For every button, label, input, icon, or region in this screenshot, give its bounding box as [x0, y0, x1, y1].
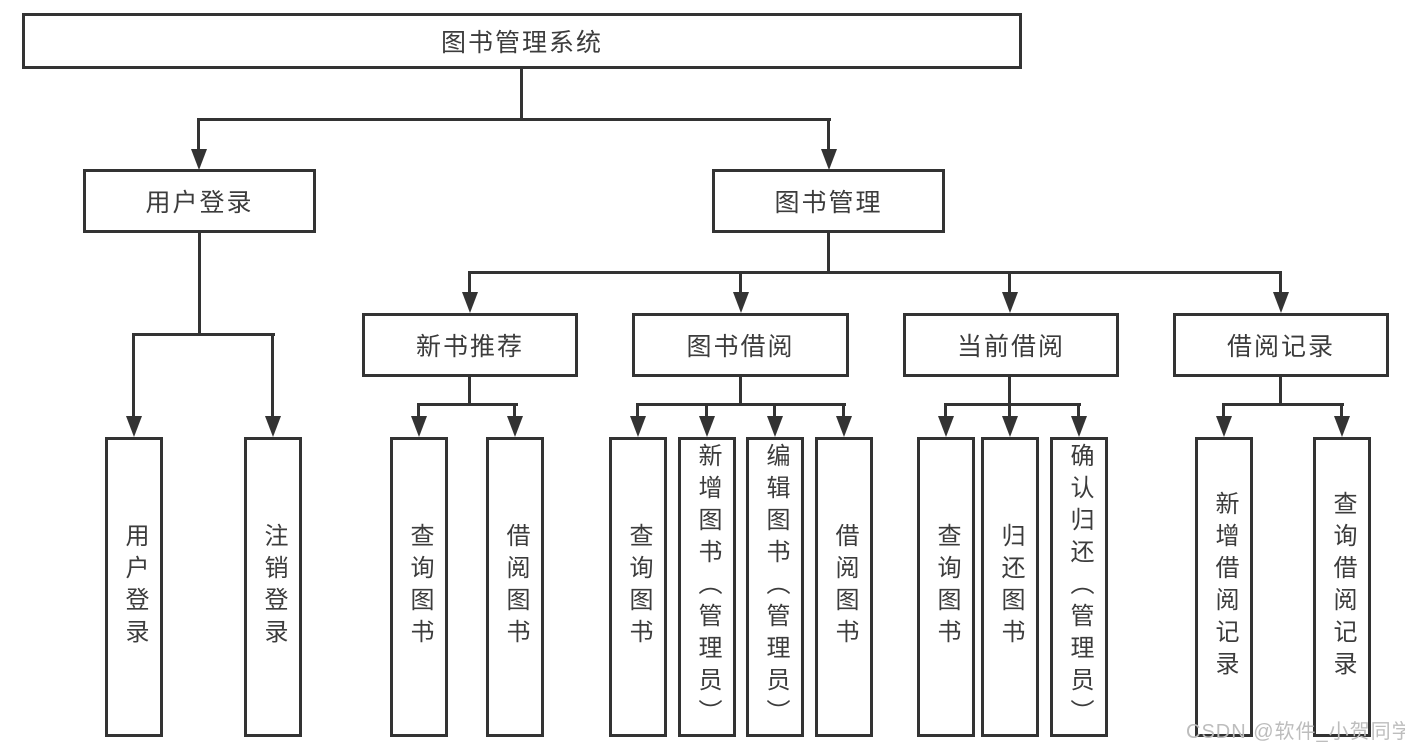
arrow-down-icon [462, 292, 478, 313]
leaf-label: 新增图书（管理员） [694, 443, 721, 731]
connector-line [827, 233, 830, 274]
leaf-records-add-record: 新增借阅记录 [1195, 437, 1253, 737]
arrow-down-icon [265, 416, 281, 437]
leaf-borrowing-query-books: 查询图书 [609, 437, 667, 737]
arrow-down-icon [699, 416, 715, 437]
connector-line [198, 233, 201, 336]
node-library-system: 图书管理系统 [22, 13, 1022, 69]
arrow-down-icon [938, 416, 954, 437]
connector-line [197, 118, 200, 153]
arrow-down-icon [1216, 416, 1232, 437]
connector-line [944, 403, 1081, 406]
leaf-label: 确认归还（管理员） [1066, 443, 1093, 731]
connector-line [636, 403, 639, 419]
connector-line [520, 68, 523, 121]
connector-line [739, 377, 742, 406]
arrow-down-icon [126, 416, 142, 437]
watermark: CSDN @软件_小贺同学 [1186, 721, 1405, 743]
node-label: 图书管理 [774, 189, 883, 217]
connector-line [132, 333, 275, 336]
connector-line [1340, 403, 1343, 419]
connector-line [197, 118, 831, 121]
connector-line [739, 271, 742, 297]
connector-line [468, 271, 1282, 274]
connector-line [132, 333, 135, 420]
connector-line [1222, 403, 1225, 419]
connector-line [1222, 403, 1344, 406]
arrow-down-icon [1071, 416, 1087, 437]
node-book-borrowing: 图书借阅 [632, 313, 849, 377]
node-current-borrowing: 当前借阅 [903, 313, 1119, 377]
connector-line [1008, 403, 1011, 419]
arrow-down-icon [507, 416, 523, 437]
leaf-logout: 注销登录 [244, 437, 302, 737]
node-borrowing-records: 借阅记录 [1173, 313, 1389, 377]
leaf-label: 查询图书 [406, 523, 433, 651]
node-label: 图书管理系统 [440, 29, 603, 57]
leaf-label: 查询图书 [625, 523, 652, 651]
arrow-down-icon [1002, 416, 1018, 437]
connector-line [705, 403, 708, 419]
arrow-down-icon [836, 416, 852, 437]
node-label: 借阅记录 [1226, 333, 1335, 361]
arrow-down-icon [411, 416, 427, 437]
node-user-login: 用户登录 [83, 169, 316, 233]
connector-line [468, 271, 471, 297]
leaf-label: 新增借阅记录 [1211, 491, 1238, 683]
leaf-label: 用户登录 [121, 523, 148, 651]
connector-line [271, 333, 274, 420]
leaf-current-return-books: 归还图书 [981, 437, 1039, 737]
leaf-label: 归还图书 [997, 523, 1024, 651]
node-label: 新书推荐 [415, 333, 524, 361]
arrow-down-icon [821, 149, 837, 170]
arrow-down-icon [1334, 416, 1350, 437]
arrow-down-icon [191, 149, 207, 170]
leaf-borrowing-add-books: 新增图书（管理员） [678, 437, 736, 737]
node-new-book-recommend: 新书推荐 [362, 313, 578, 377]
leaf-label: 查询图书 [933, 523, 960, 651]
arrow-down-icon [630, 416, 646, 437]
node-label: 当前借阅 [956, 333, 1065, 361]
leaf-recommend-borrow-books: 借阅图书 [486, 437, 544, 737]
connector-line [944, 403, 947, 419]
leaf-user-login: 用户登录 [105, 437, 163, 737]
leaf-label: 借阅图书 [831, 523, 858, 651]
node-label: 图书借阅 [686, 333, 795, 361]
leaf-borrowing-edit-books: 编辑图书（管理员） [746, 437, 804, 737]
connector-line [1077, 403, 1080, 419]
leaf-recommend-query-books: 查询图书 [390, 437, 448, 737]
node-label: 用户登录 [145, 189, 254, 217]
arrow-down-icon [767, 416, 783, 437]
connector-line [827, 118, 830, 153]
connector-line [1279, 271, 1282, 297]
leaf-label: 编辑图书（管理员） [762, 443, 789, 731]
leaf-borrowing-borrow-books: 借阅图书 [815, 437, 873, 737]
arrow-down-icon [1002, 292, 1018, 313]
connector-line [417, 403, 518, 406]
leaf-records-query-record: 查询借阅记录 [1313, 437, 1371, 737]
connector-line [1279, 377, 1282, 406]
connector-line [1008, 377, 1011, 406]
connector-line [468, 377, 471, 406]
arrow-down-icon [1273, 292, 1289, 313]
connector-line [842, 403, 845, 419]
leaf-label: 查询借阅记录 [1329, 491, 1356, 683]
connector-line [636, 403, 846, 406]
connector-line [773, 403, 776, 419]
connector-line [417, 403, 420, 419]
connector-line [1008, 271, 1011, 297]
connector-line [513, 403, 516, 419]
leaf-label: 借阅图书 [502, 523, 529, 651]
leaf-current-query-books: 查询图书 [917, 437, 975, 737]
leaf-current-confirm-return: 确认归还（管理员） [1050, 437, 1108, 737]
leaf-label: 注销登录 [260, 523, 287, 651]
node-book-management: 图书管理 [712, 169, 945, 233]
arrow-down-icon [733, 292, 749, 313]
